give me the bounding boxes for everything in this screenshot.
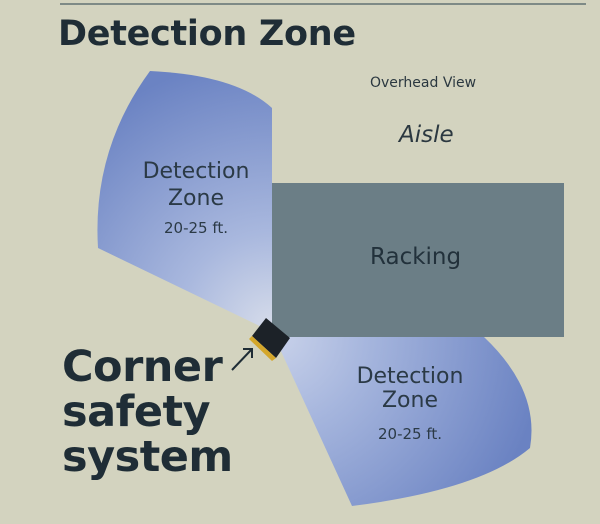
detection-zone-bottom-distance: 20-25 ft. (377, 425, 443, 443)
page-title: Detection Zone (58, 14, 356, 54)
corner-sensor-device (249, 318, 290, 361)
racking-label: Racking (370, 244, 462, 270)
detection-zone-top-label: Detection Zone (142, 159, 250, 211)
pointer-arrow (231, 348, 253, 371)
aisle-label: Aisle (399, 122, 454, 148)
racking-block (272, 183, 564, 337)
corner-safety-system-label: Corner safety system (62, 342, 233, 482)
overhead-view-label: Overhead View (370, 75, 477, 91)
detection-zone-bottom-label: Detection Zone (356, 364, 464, 413)
detection-zone-top (97, 71, 272, 330)
detection-zone-bottom (274, 336, 532, 506)
detection-zone-top-distance: 20-25 ft. (163, 219, 229, 237)
top-divider (60, 3, 586, 5)
